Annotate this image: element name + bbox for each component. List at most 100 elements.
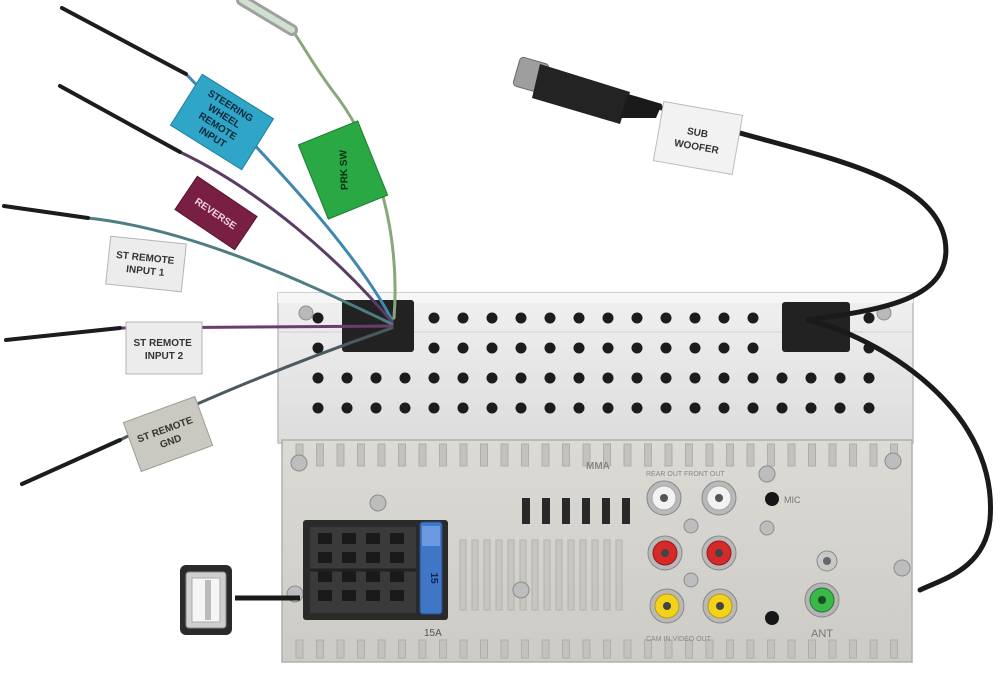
vent-hole bbox=[341, 402, 353, 414]
panel-rib bbox=[398, 443, 406, 467]
panel-rib bbox=[582, 639, 591, 659]
panel-rib bbox=[459, 639, 468, 659]
vent-hole bbox=[573, 342, 585, 354]
iso-pin bbox=[366, 552, 380, 563]
panel-rib bbox=[495, 539, 503, 611]
tag-sub-woofer: SUB WOOFER bbox=[652, 100, 744, 176]
panel-rib bbox=[787, 639, 796, 659]
aux-jack bbox=[765, 611, 779, 625]
panel-rib bbox=[705, 443, 714, 467]
tag-prk-sw: PRK SW bbox=[297, 120, 389, 220]
vent-hole bbox=[747, 312, 759, 324]
panel-rib bbox=[726, 639, 734, 659]
rear-front-out-label: REAR OUT FRONT OUT bbox=[646, 471, 725, 478]
panel-slot bbox=[522, 498, 530, 524]
subwoofer-rca-plug bbox=[512, 56, 662, 124]
vent-hole bbox=[602, 402, 614, 414]
vent-hole bbox=[457, 402, 469, 414]
vent-hole bbox=[486, 312, 498, 324]
vent-hole bbox=[573, 402, 585, 414]
iso-pin bbox=[342, 590, 356, 601]
panel-rib bbox=[579, 539, 587, 611]
panel-rib bbox=[591, 539, 599, 611]
vent-hole bbox=[399, 372, 411, 384]
tag-steering-wheel-remote-input: STEERING WHEEL REMOTE INPUT bbox=[169, 73, 275, 171]
panel-slot bbox=[562, 498, 570, 524]
iso-pin bbox=[366, 590, 380, 601]
vent-hole bbox=[341, 372, 353, 384]
panel-screw bbox=[369, 494, 387, 512]
panel-rib bbox=[644, 639, 652, 659]
iso-pins bbox=[318, 533, 404, 601]
panel-slot bbox=[582, 498, 590, 524]
vent-hole bbox=[602, 372, 614, 384]
usb-cable bbox=[180, 565, 300, 635]
panel-slot bbox=[542, 498, 550, 524]
iso-pin bbox=[390, 590, 404, 601]
panel-screw bbox=[512, 581, 530, 599]
rca-video-out-yellow bbox=[702, 588, 738, 624]
tag-reverse: REVERSE bbox=[174, 175, 258, 251]
panel-rib bbox=[480, 443, 488, 467]
iso-pin bbox=[318, 590, 332, 601]
fuse: 15 bbox=[419, 521, 443, 615]
tag-st-remote-input-1: ST REMOTE INPUT 1 bbox=[105, 235, 187, 293]
panel-rib bbox=[685, 639, 693, 659]
vent-hole bbox=[486, 342, 498, 354]
vent-hole bbox=[515, 342, 527, 354]
panel-rib bbox=[418, 443, 427, 467]
vent-hole bbox=[660, 372, 672, 384]
panel-rib bbox=[787, 443, 796, 467]
vent-hole bbox=[457, 372, 469, 384]
vent-hole bbox=[660, 312, 672, 324]
panel-rib bbox=[664, 443, 673, 467]
panel-screw bbox=[759, 520, 775, 536]
vent-hole bbox=[660, 402, 672, 414]
panel-rib bbox=[615, 539, 623, 611]
wire-bundle-left bbox=[2, 0, 397, 486]
panel-rib bbox=[398, 639, 406, 659]
vent-hole bbox=[718, 342, 730, 354]
panel-rib bbox=[377, 443, 386, 467]
vent-hole bbox=[776, 402, 788, 414]
vent-hole bbox=[370, 372, 382, 384]
panel-rib bbox=[555, 539, 563, 611]
fuse-rating-label: 15 bbox=[428, 572, 439, 584]
vent-hole bbox=[863, 402, 875, 414]
panel-rib bbox=[685, 443, 693, 467]
subwoofer-cable bbox=[649, 101, 993, 593]
panel-rib bbox=[541, 443, 550, 467]
panel-rib bbox=[519, 539, 527, 611]
vent-hole bbox=[399, 402, 411, 414]
right-wire-grommet bbox=[782, 302, 850, 352]
vent-hole bbox=[602, 312, 614, 324]
antenna-connector bbox=[804, 550, 840, 618]
vent-hole bbox=[747, 372, 759, 384]
panel-screw bbox=[290, 454, 308, 472]
vent-hole bbox=[631, 342, 643, 354]
panel-rib bbox=[849, 443, 857, 467]
iso-harness-connector bbox=[303, 520, 448, 620]
vent-hole bbox=[747, 342, 759, 354]
panel-rib bbox=[746, 639, 755, 659]
vent-hole bbox=[544, 402, 556, 414]
panel-rib bbox=[357, 443, 365, 467]
panel-rib bbox=[664, 639, 673, 659]
panel-rib bbox=[808, 639, 816, 659]
vent-holes bbox=[312, 312, 875, 414]
vent-hole bbox=[747, 402, 759, 414]
panel-ribs bbox=[295, 443, 898, 659]
iso-pin bbox=[390, 571, 404, 582]
vent-hole bbox=[544, 342, 556, 354]
iso-pin bbox=[342, 533, 356, 544]
panel-rib bbox=[767, 443, 775, 467]
panel-rib bbox=[849, 639, 857, 659]
panel-rib bbox=[644, 443, 652, 467]
vent-hole bbox=[718, 402, 730, 414]
vent-hole bbox=[660, 342, 672, 354]
vent-hole bbox=[312, 342, 324, 354]
rca-rear-out-red bbox=[647, 535, 683, 571]
iso-pin bbox=[366, 533, 380, 544]
panel-rib bbox=[459, 539, 467, 611]
